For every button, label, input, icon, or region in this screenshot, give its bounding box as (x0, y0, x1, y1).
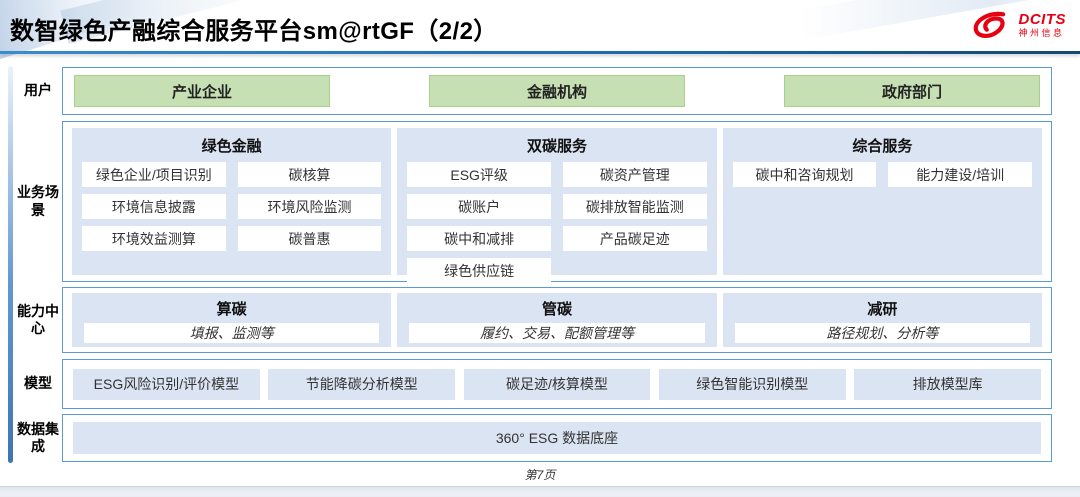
model-box: 排放模型库 (854, 368, 1041, 400)
capability-title: 减研 (867, 301, 898, 318)
model-box: 碳足迹/核算模型 (463, 368, 651, 400)
group-panel-comprehensive: 综合服务 碳中和咨询规划 能力建设/培训 (722, 128, 1042, 275)
model-box: 节能降碳分析模型 (268, 368, 456, 400)
user-chip-industry: 产业企业 (74, 75, 330, 107)
scenario-item: 绿色企业/项目识别 (82, 162, 226, 187)
capability-panel-calc-carbon: 算碳 填报、监测等 (72, 293, 392, 347)
slide-title: 数智绿色产融综合服务平台sm@rtGF（2/2） (10, 18, 498, 45)
capability-title: 管碳 (541, 301, 572, 318)
data-integration-panel: 360° ESG 数据底座 (62, 414, 1052, 462)
row-label-models: 模型 (24, 375, 52, 392)
brand-logo: DCITS 神州信息 (970, 10, 1067, 40)
group-title: 综合服务 (852, 138, 913, 155)
row-label-data-integration: 数据集成 (17, 420, 59, 455)
scenario-item: 绿色供应链 (407, 258, 551, 283)
capability-panel-reduce-research: 减研 路径规划、分析等 (722, 293, 1042, 347)
scenario-item: 产品碳足迹 (562, 226, 707, 251)
row-capability-center: 能力中心 算碳 填报、监测等 管碳 履约、交易、配额管理等 减研 路径规划、分析… (0, 287, 1080, 353)
group-items: 绿色企业/项目识别 碳核算 环境信息披露 环境风险监测 环境效益测算 碳普惠 (82, 162, 382, 251)
scenarios-panel: 绿色金融 绿色企业/项目识别 碳核算 环境信息披露 环境风险监测 环境效益测算 … (62, 121, 1052, 283)
model-box: ESG风险识别/评价模型 (73, 368, 260, 400)
capability-desc: 履约、交易、配额管理等 (409, 323, 705, 343)
brand-name: DCITS (1018, 11, 1066, 28)
brand-text: DCITS 神州信息 (1019, 12, 1067, 38)
capability-desc: 填报、监测等 (84, 323, 380, 343)
scenario-item: 碳中和减排 (407, 226, 551, 251)
data-base-box: 360° ESG 数据底座 (73, 422, 1041, 454)
scenario-item: 碳普惠 (237, 226, 382, 251)
row-models: 模型 ESG风险识别/评价模型 节能降碳分析模型 碳足迹/核算模型 绿色智能识别… (0, 359, 1080, 409)
bottom-bar (0, 486, 1080, 497)
row-users: 用户 产业企业 金融机构 政府部门 (0, 67, 1080, 115)
scenario-item: 碳资产管理 (562, 162, 707, 187)
scenario-item: 碳账户 (407, 194, 551, 219)
brand-name-cn: 神州信息 (1018, 28, 1065, 38)
user-chip-financial: 金融机构 (429, 75, 685, 107)
row-business-scenarios: 业务场景 绿色金融 绿色企业/项目识别 碳核算 环境信息披露 环境风险监测 环境… (0, 121, 1080, 283)
scenario-item: 环境风险监测 (237, 194, 382, 219)
left-accent-bar (8, 66, 13, 463)
row-label-capabilities: 能力中心 (17, 302, 59, 337)
group-title: 绿色金融 (201, 138, 262, 155)
row-label-users: 用户 (24, 82, 52, 99)
capability-panel-manage-carbon: 管碳 履约、交易、配额管理等 (397, 293, 717, 347)
scenario-item: 环境信息披露 (82, 194, 226, 219)
capability-desc: 路径规划、分析等 (734, 323, 1030, 343)
model-box: 绿色智能识别模型 (658, 368, 846, 400)
scenario-item: 环境效益测算 (82, 226, 226, 251)
title-underline (0, 51, 1080, 54)
group-title: 双碳服务 (526, 138, 587, 155)
models-panel: ESG风险识别/评价模型 节能降碳分析模型 碳足迹/核算模型 绿色智能识别模型 … (62, 359, 1052, 409)
group-items: 碳中和咨询规划 能力建设/培训 (732, 162, 1032, 187)
group-panel-dual-carbon: 双碳服务 ESG评级 碳资产管理 碳账户 碳排放智能监测 碳中和减排 产品碳足迹… (397, 128, 717, 283)
row-data-integration: 数据集成 360° ESG 数据底座 (0, 414, 1080, 462)
scenario-item: 碳排放智能监测 (562, 194, 707, 219)
group-panel-green-finance: 绿色金融 绿色企业/项目识别 碳核算 环境信息披露 环境风险监测 环境效益测算 … (72, 128, 392, 275)
capability-title: 算碳 (216, 301, 247, 318)
users-panel: 产业企业 金融机构 政府部门 (62, 67, 1052, 115)
scenario-item: 碳核算 (237, 162, 382, 187)
dcits-swirl-icon (973, 11, 1005, 38)
group-items: ESG评级 碳资产管理 碳账户 碳排放智能监测 碳中和减排 产品碳足迹 绿色供应… (407, 162, 707, 283)
scenario-item: ESG评级 (407, 162, 551, 187)
scenario-item: 能力建设/培训 (888, 162, 1032, 187)
row-label-scenarios: 业务场景 (17, 184, 59, 218)
capabilities-panel: 算碳 填报、监测等 管碳 履约、交易、配额管理等 减研 路径规划、分析等 (62, 287, 1052, 353)
page-number: 第7页 (524, 468, 556, 482)
user-chip-government: 政府部门 (784, 75, 1040, 107)
scenario-item: 碳中和咨询规划 (732, 162, 877, 187)
